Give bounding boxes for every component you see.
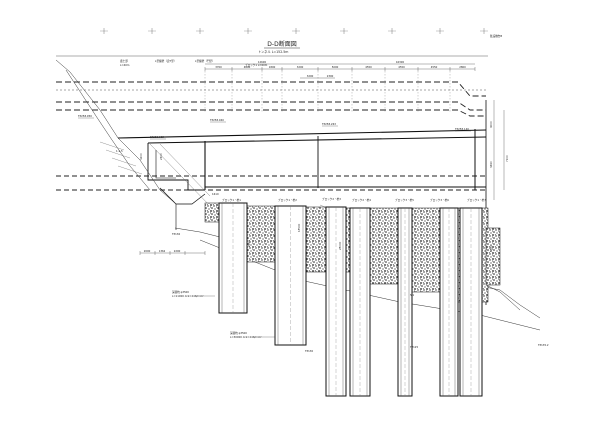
pile-group — [204, 202, 501, 397]
dim-value: 12600 — [258, 60, 267, 64]
pile-notes: 深礎杭 φ3500 L=11000 σck=24N/mm² 深礎杭 φ3500 … — [172, 290, 275, 339]
dim-value: 1800 — [269, 65, 276, 69]
level-label: TP258.602 — [150, 135, 164, 139]
dim-value: 3200 — [307, 74, 314, 78]
footing-gravel — [369, 207, 399, 285]
misc-label: TP130 — [305, 349, 313, 353]
left-dimensions: 3200 2400 1362 2000 2200 1610 — [139, 153, 219, 255]
left-dim: 2400 — [159, 153, 163, 160]
block-label: ブロック2・杭4 — [352, 198, 371, 202]
pile-note-line: 深礎杭 φ3500 — [172, 290, 189, 294]
right-dimensions: 4000 7100 3490 5800 — [489, 100, 509, 252]
misc-label: TP125 — [410, 345, 418, 349]
block-label: ブロック3・杭6 — [430, 198, 449, 202]
pile-note-line: 深礎杭 φ3500 — [230, 331, 247, 335]
right-dim: 4000 — [489, 121, 493, 128]
block-labels: ブロック1・杭1 ブロック1・杭2 ブロック2・杭3 ブロック2・杭4 ブロック3・杭5… — [222, 197, 486, 202]
right-dim: 7100 — [505, 155, 509, 162]
block-label: ブロック3・杭5 — [395, 198, 414, 202]
left-dim: 1610 — [212, 192, 219, 196]
misc-label: 18500 — [297, 223, 301, 232]
section-label: L型擁壁（門型） — [195, 59, 215, 63]
section-label: 盛土部 — [120, 59, 128, 63]
dim-value: 4550 — [365, 65, 372, 69]
footing-gravel — [305, 206, 327, 273]
pile-note-line: L=11000 σck=24N/mm² — [172, 294, 204, 298]
left-dim: 3200 — [139, 153, 143, 160]
main-structure — [117, 100, 487, 305]
block-label: ブロック1・杭7 — [467, 198, 486, 202]
block-label: ブロック2・杭3 — [322, 197, 341, 201]
dim-value: 5000 — [332, 65, 339, 69]
level-label: TP258.950 — [78, 114, 92, 118]
footing-gravel — [485, 227, 501, 286]
right-dim: 3490 — [489, 161, 493, 168]
block-label: ブロック1・杭2 — [278, 198, 297, 202]
level-label: TP258.263 — [322, 122, 336, 126]
drawing-title: D-D断面図 — [267, 40, 296, 48]
station-ticks — [100, 28, 488, 34]
dim-value: 3700 — [215, 65, 222, 69]
misc-label: 2000 — [247, 240, 251, 247]
dim-value: 2800 — [459, 65, 466, 69]
right-top-note: 既設橋台B — [490, 34, 502, 38]
dim-value: 4550 — [398, 65, 405, 69]
tunnel-label: トンネル L=152.5m — [258, 49, 288, 54]
footing-gravel — [204, 202, 220, 223]
dim-value: 2300 — [327, 74, 334, 78]
dim-value: 4800 — [244, 65, 251, 69]
pile-note-line: L=30000 σck=24N/mm² — [230, 335, 262, 339]
section-label: L型擁壁（逆T型） — [155, 59, 176, 63]
footing-gravel — [411, 207, 441, 293]
footing-gravel — [246, 205, 276, 263]
level-label: TP258.140 — [455, 127, 469, 131]
bottom-right-label: TP135.2 — [538, 343, 549, 347]
level-label: TP258.940 — [210, 118, 224, 122]
misc-label: 1:1.5 — [116, 149, 123, 153]
left-dim: 2000 — [144, 249, 151, 253]
dim-value: 16300 — [396, 60, 405, 64]
section-labels: 盛土部 L=40m L型擁壁（逆T型） L型擁壁（門型） ブロック1 L=60m — [120, 59, 268, 67]
slope-hatching — [99, 141, 143, 175]
misc-label: 28000 — [338, 241, 342, 250]
road-profile-lines — [56, 81, 486, 191]
dimension-rows: 3700 4800 1800 3200 5000 4550 4550 4550 2800 1260… — [204, 60, 476, 112]
block-label: ブロック1・杭1 — [222, 198, 241, 202]
dim-value: 4550 — [431, 65, 438, 69]
section-label: ブロック1 L=60m — [245, 63, 268, 67]
section-dim: L=40m — [120, 63, 130, 67]
misc-label: 5:1 — [410, 293, 415, 297]
right-dim: 5800 — [489, 245, 493, 252]
misc-label: TP136 — [172, 232, 180, 236]
left-dim: 1362 — [159, 249, 166, 253]
left-dim: 2200 — [174, 249, 181, 253]
dim-value: 3200 — [297, 65, 304, 69]
